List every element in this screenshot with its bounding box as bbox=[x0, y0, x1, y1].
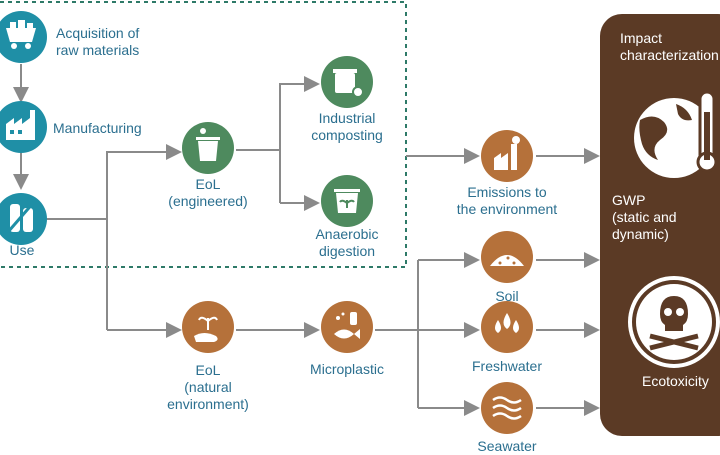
factory-icon bbox=[0, 101, 47, 153]
arrow-to-composting bbox=[279, 76, 320, 203]
label-eol-natural: EoL (natural environment) bbox=[167, 362, 249, 412]
digester-icon bbox=[321, 175, 373, 227]
label-microplastic: Microplastic bbox=[310, 361, 384, 377]
compost-bin-icon bbox=[321, 56, 373, 108]
label-soil: Soil bbox=[495, 288, 519, 304]
waves-icon bbox=[481, 382, 533, 434]
label-acquisition: Acquisition of raw materials bbox=[56, 25, 140, 58]
label-use: Use bbox=[9, 242, 35, 258]
mine-cart-icon bbox=[0, 11, 47, 63]
smokestack-icon bbox=[481, 130, 533, 182]
soil-pile-icon bbox=[481, 231, 533, 283]
label-eol-engineered: EoL (engineered) bbox=[168, 176, 248, 209]
fish-plastic-icon bbox=[321, 301, 373, 353]
label-emissions: Emissions to the environment bbox=[456, 184, 558, 217]
bottle-icon bbox=[0, 193, 47, 245]
arrow-to-eol-engineered bbox=[106, 144, 182, 330]
label-industrial-composting: Industrial composting bbox=[311, 110, 383, 143]
droplets-icon bbox=[481, 301, 533, 353]
label-manufacturing: Manufacturing bbox=[53, 120, 142, 136]
label-seawater: Seawater bbox=[477, 438, 537, 454]
hand-sprout-icon bbox=[182, 301, 234, 353]
trash-bin-icon bbox=[182, 122, 234, 174]
panel-title: Impact characterization bbox=[620, 30, 719, 63]
earth-thermometer-icon bbox=[634, 90, 718, 178]
panel-gwp: GWP (static and dynamic) bbox=[612, 192, 677, 242]
panel-ecotoxicity: Ecotoxicity bbox=[642, 373, 709, 389]
label-anaerobic-digestion: Anaerobic digestion bbox=[315, 226, 379, 259]
label-freshwater: Freshwater bbox=[471, 358, 543, 374]
engineered-boundary bbox=[0, 1, 407, 268]
skull-crossbones-icon bbox=[628, 276, 720, 368]
